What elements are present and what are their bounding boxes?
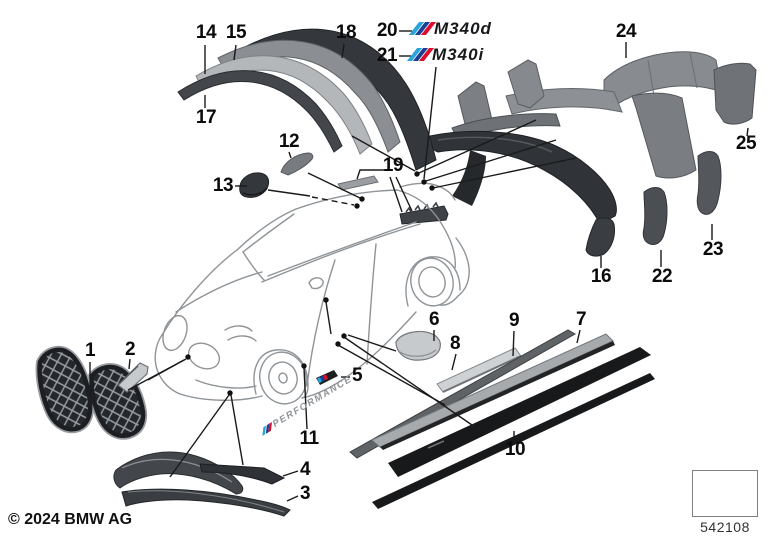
attachment-dots (185, 171, 435, 396)
callout-16[interactable]: 16 (590, 266, 612, 287)
bumper-trim-2-shape (117, 362, 149, 393)
callout-10[interactable]: 10 (504, 439, 526, 460)
rear-bumper-parts-cluster (451, 51, 757, 245)
m340d-badge-label: M340d (434, 19, 492, 38)
callout-12[interactable]: 12 (278, 131, 300, 152)
callout-18[interactable]: 18 (335, 22, 357, 43)
callout-7[interactable]: 7 (575, 309, 587, 330)
mirror-cap-dark-shape (239, 172, 270, 198)
callout-25[interactable]: 25 (735, 133, 757, 154)
callout-6[interactable]: 6 (428, 309, 440, 330)
spoiler-15-shape (217, 39, 401, 153)
callout-21[interactable]: 21 (376, 45, 398, 66)
car-outline (154, 182, 470, 405)
m340i-badge: M340i (406, 45, 485, 64)
spoiler-17-shape (177, 70, 343, 153)
m-logo-icon (406, 48, 435, 61)
callout-17[interactable]: 17 (195, 107, 217, 128)
callout-24[interactable]: 24 (615, 21, 637, 42)
kidney-grille-shape (35, 345, 148, 440)
m340i-badge-label: M340i (432, 45, 485, 64)
callout-2[interactable]: 2 (124, 339, 136, 360)
rocker-strip-7-shape (371, 333, 615, 450)
m-logo-icon (408, 22, 437, 35)
fin-trim-shape (280, 152, 314, 176)
side-m-badge-shape (316, 370, 338, 385)
ref-arrow-box (692, 470, 758, 517)
callout-15[interactable]: 15 (225, 22, 247, 43)
callout-9[interactable]: 9 (508, 310, 520, 331)
sill-strip-19-shape (399, 201, 449, 225)
callout-11[interactable]: 11 (299, 428, 319, 449)
callout-1[interactable]: 1 (84, 340, 96, 361)
m340d-badge: M340d (408, 19, 492, 38)
leader-lines (89, 30, 749, 502)
callout-13[interactable]: 13 (212, 175, 234, 196)
callout-14[interactable]: 14 (195, 22, 217, 43)
callout-4[interactable]: 4 (299, 459, 311, 480)
callout-3[interactable]: 3 (299, 483, 311, 504)
callout-20[interactable]: 20 (376, 20, 398, 41)
mirror-cap-light-shape (395, 330, 441, 361)
callout-23[interactable]: 23 (702, 239, 724, 260)
callout-5[interactable]: 5 (351, 365, 363, 386)
rear-wing-shape (429, 130, 617, 257)
callout-8[interactable]: 8 (449, 333, 461, 354)
callout-19[interactable]: 19 (382, 155, 404, 176)
front-splitter-3-shape (121, 488, 291, 517)
front-splitter-4-shape (113, 451, 286, 495)
spoiler-14-shape (195, 55, 373, 155)
copyright-text: © 2024 BMW AG (8, 511, 133, 528)
callout-22[interactable]: 22 (651, 266, 673, 287)
diagram-number: 542108 (700, 519, 750, 535)
